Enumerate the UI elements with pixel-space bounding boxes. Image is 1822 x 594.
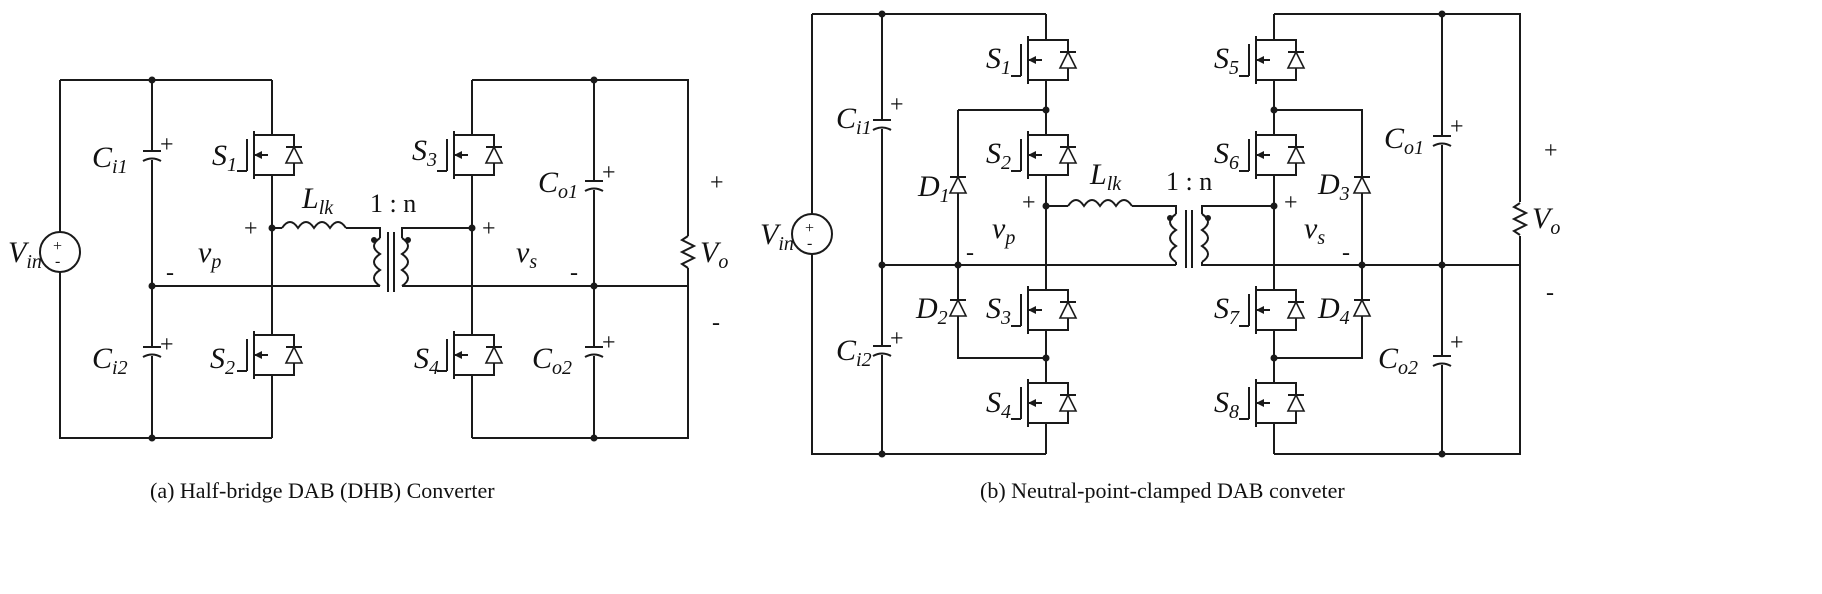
vs-label-a: vs [516,236,537,273]
ci2-label-a: Ci2 [92,342,128,379]
s5-label-b: S5 [1214,42,1239,79]
svg-text:-: - [1546,280,1554,306]
vin-label-b: Vin [760,218,794,255]
caption-a: (a) Half-bridge DAB (DHB) Converter [150,478,495,503]
vp-label-a: vp [198,236,221,273]
svg-text:-: - [1342,240,1350,266]
s2-label-a: S2 [210,342,235,379]
vo-label-b: Vo [1532,202,1560,239]
s1-label-a: S1 [212,139,237,176]
d1-label-b: D1 [917,170,950,207]
co2-label-a: Co2 [532,342,572,379]
co1-label-a: Co1 [538,166,578,203]
labels-a: Vin Ci1 + Ci2 + S1 S2 S3 S4 Llk 1 : n + … [8,132,728,379]
svg-text:-: - [807,235,812,252]
vp-label-b: vp [992,212,1015,249]
s6-label-b: S6 [1214,137,1239,174]
d3-label-b: D3 [1317,168,1350,205]
labels-b: Vin Ci1 + Ci2 + S1 S2 S3 S4 D1 D2 Llk 1 … [760,42,1560,423]
svg-text:+: + [244,216,258,242]
ci1-label-b: Ci1 [836,102,872,139]
s2-label-b: S2 [986,137,1011,174]
s3-label-b: S3 [986,292,1011,329]
s8-label-b: S8 [1214,386,1239,423]
vin-label-a: Vin [8,236,42,273]
s7-label-b: S7 [1214,292,1240,329]
svg-text:+: + [1022,190,1036,216]
svg-text:+: + [53,238,62,255]
s1-label-b: S1 [986,42,1011,79]
svg-text:1 : n: 1 : n [1166,167,1212,196]
vs-label-b: vs [1304,212,1325,249]
s4-label-a: S4 [414,342,439,379]
svg-text:+: + [1450,330,1464,356]
s3-label-a: S3 [412,134,437,171]
svg-text:+: + [1284,190,1298,216]
svg-text:+: + [602,160,616,186]
svg-text:+: + [160,132,174,158]
svg-text:-: - [966,240,974,266]
circuit-a: + - [39,76,695,442]
co2-label-b: Co2 [1378,342,1418,379]
svg-text:-: - [55,253,60,270]
svg-text:-: - [166,260,174,286]
ci2-label-b: Ci2 [836,334,872,371]
svg-text:-: - [712,310,720,336]
caption-b: (b) Neutral-point-clamped DAB conveter [980,478,1345,503]
svg-text:+: + [1544,138,1558,164]
svg-text:+: + [710,170,724,196]
svg-text:+: + [890,326,904,352]
svg-text:-: - [570,260,578,286]
s4-label-b: S4 [986,386,1011,423]
vo-label-a: Vo [700,236,728,273]
ci1-label-a: Ci1 [92,141,128,178]
d4-label-b: D4 [1317,292,1350,329]
svg-text:+: + [160,332,174,358]
svg-text:+: + [1450,114,1464,140]
svg-text:+: + [602,330,616,356]
co1-label-b: Co1 [1384,122,1424,159]
llk-label-a: Llk [301,182,334,219]
svg-text:+: + [482,216,496,242]
circuit-b: + - [791,10,1527,458]
svg-text:+: + [805,220,814,237]
llk-label-b: Llk [1089,158,1122,195]
d2-label-b: D2 [915,292,948,329]
svg-text:1 : n: 1 : n [370,189,416,218]
svg-text:+: + [890,92,904,118]
